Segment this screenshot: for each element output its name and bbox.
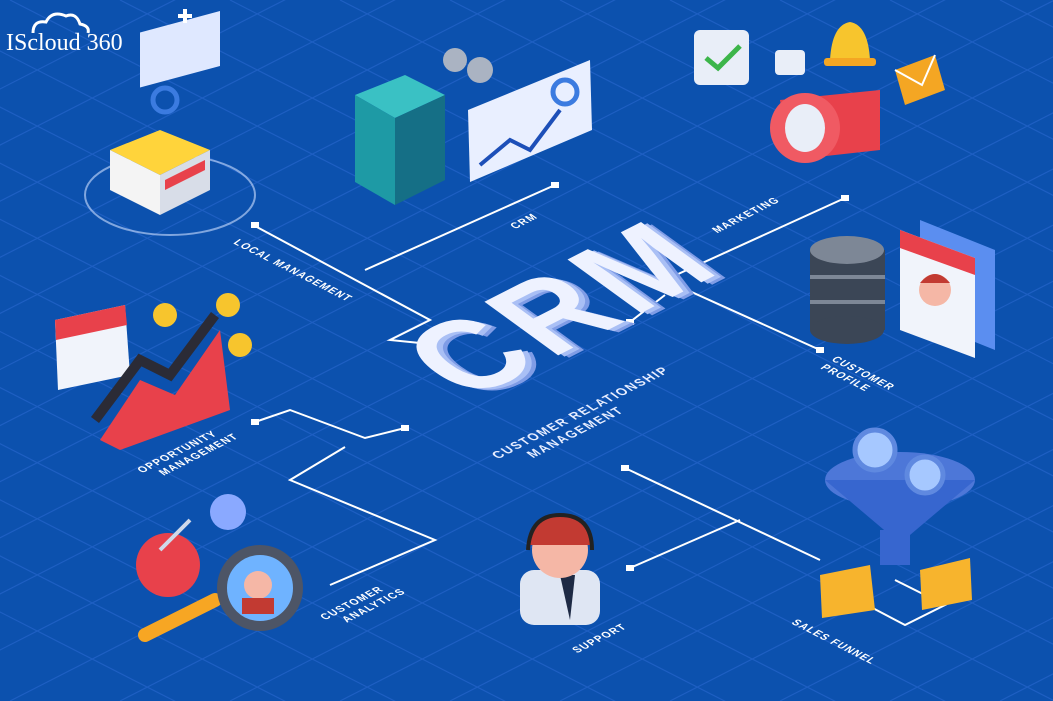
grid-line [669,0,1053,197]
magnifier-analytics-icon [136,494,303,642]
grid-line [229,0,1053,421]
grid-line [229,280,1053,701]
logo-text: IScloud 360 [6,30,123,56]
grid-line [0,386,616,701]
database-icon [810,236,885,344]
dashboard-chart-icon [468,60,592,182]
coins-icon [153,293,252,357]
grid-line [779,0,1053,140]
connector-dots [251,182,849,571]
grid-line [449,0,1053,309]
sales-funnel-icon [820,427,975,627]
bell-icon [824,22,876,66]
growth-chart-icon [91,312,230,450]
megaphone-icon [770,90,880,163]
grid-line [449,392,1053,701]
support-agent-icon [520,512,600,625]
server-icon [355,75,445,205]
grid-line [0,274,836,701]
grid-line [559,448,1053,701]
grid-line [669,504,1053,701]
store-icon [84,11,256,236]
grid-line [0,0,396,202]
grid-line [779,561,1053,701]
grid-line [0,0,286,146]
connector-lines [254,184,846,586]
chat-bubble-icon [775,50,805,75]
profile-card-icon [900,220,995,358]
grid-line [0,218,946,701]
grid-line [0,330,726,701]
checkmark-bubble-icon [694,30,749,85]
calendar-icon [55,305,130,390]
cloud-plus-icon [31,9,192,34]
grid-line [0,0,836,427]
grid-line [0,0,506,258]
grid-line [0,499,396,701]
grid-line [119,0,1053,477]
grid-line [119,224,1053,701]
envelope-icon [894,54,945,105]
grid-line [0,555,286,701]
grid-line [9,0,1053,533]
grid-line [0,0,946,483]
gears-icon [443,48,493,83]
